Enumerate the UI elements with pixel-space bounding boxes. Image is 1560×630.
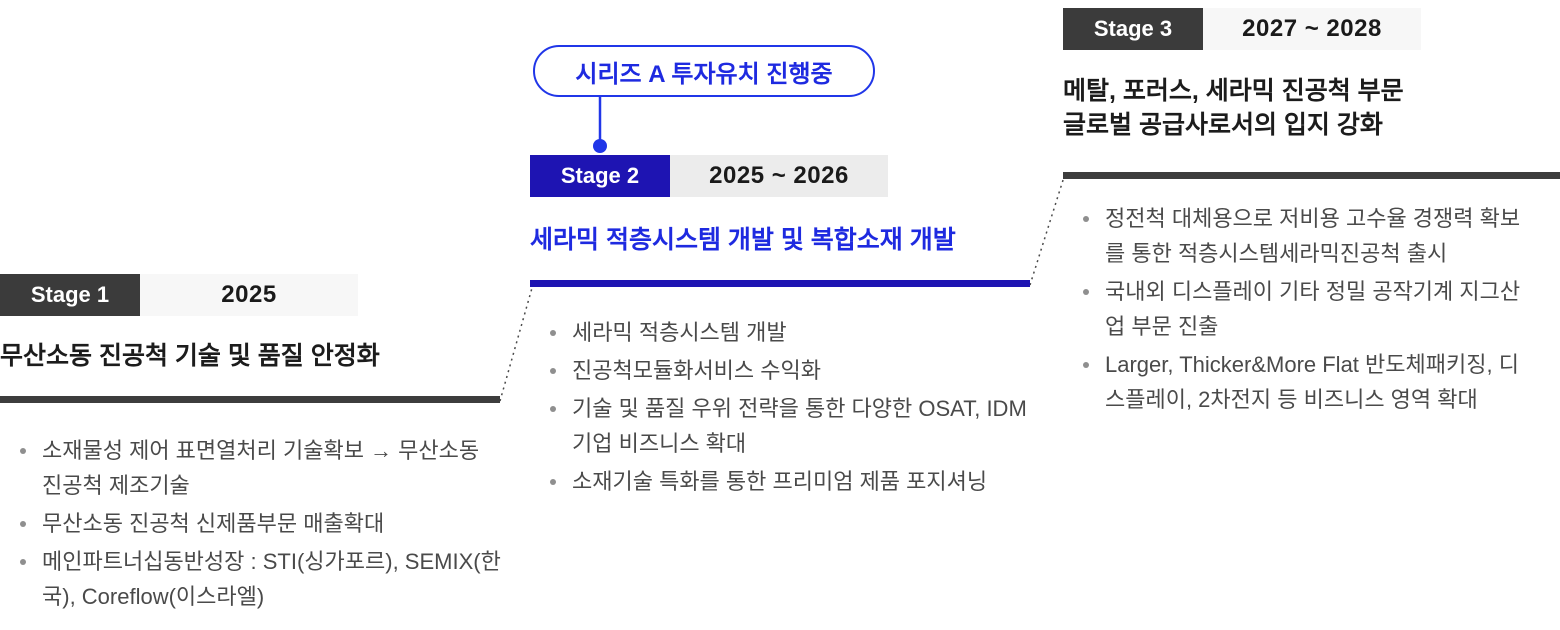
stage3-bullet-list: 정전척 대체용으로 저비용 고수율 경쟁력 확보를 통한 적층시스템세라믹진공척… [1063, 201, 1560, 417]
stage2-underline-bar [530, 280, 1030, 287]
bullet-dot-icon [550, 368, 556, 374]
bullet-item: 정전척 대체용으로 저비용 고수율 경쟁력 확보를 통한 적층시스템세라믹진공척… [1063, 201, 1532, 271]
stage1-stage2-dotted-connector [499, 287, 533, 402]
bullet-item: 진공척모듈화서비스 수익화 [530, 353, 1032, 388]
bullet-text: 정전척 대체용으로 저비용 고수율 경쟁력 확보를 통한 적층시스템세라믹진공척… [1105, 206, 1521, 266]
stage3-period: 2027 ~ 2028 [1203, 8, 1421, 50]
bullet-dot-icon [20, 448, 26, 454]
bullet-item: 국내외 디스플레이 기타 정밀 공작기계 지그산업 부문 진출 [1063, 274, 1532, 344]
bullet-text: Larger, Thicker&More Flat 반도체패키징, 디스플레이,… [1105, 352, 1519, 412]
stage3-title: 메탈, 포러스, 세라믹 진공척 부문 글로벌 공급사로서의 입지 강화 [1063, 74, 1560, 142]
stage3-badge-row: Stage 3 2027 ~ 2028 [1063, 8, 1560, 50]
stage2-section: 시리즈 A 투자유치 진행중 Stage 2 2025 ~ 2026 세라믹 적… [530, 45, 1032, 502]
bullet-item: 메인파트너십동반성장 : STI(싱가포르), SEMIX(한국), Coref… [0, 544, 502, 614]
stage1-bullet-list: 소재물성 제어 표면열처리 기술확보 → 무산소동 진공척 제조기술 무산소동 … [0, 433, 502, 614]
stage2-badge-row: Stage 2 2025 ~ 2026 [530, 155, 1032, 197]
stage2-title: 세라믹 적층시스템 개발 및 복합소재 개발 [530, 226, 956, 254]
bullet-text: 세라믹 적층시스템 개발 [572, 320, 787, 345]
stage1-title: 무산소동 진공척 기술 및 품질 안정화 [0, 342, 380, 370]
stage2-period: 2025 ~ 2026 [670, 155, 888, 197]
bullet-dot-icon [550, 479, 556, 485]
bullet-text: 기술 및 품질 우위 전략을 통한 다양한 OSAT, IDM기업 비즈니스 확… [572, 396, 1027, 456]
bullet-text: 국내외 디스플레이 기타 정밀 공작기계 지그산업 부문 진출 [1105, 279, 1521, 339]
stage3-title-line2: 글로벌 공급사로서의 입지 강화 [1063, 111, 1383, 139]
bullet-item: 소재물성 제어 표면열처리 기술확보 → 무산소동 진공척 제조기술 [0, 433, 502, 503]
bullet-dot-icon [550, 330, 556, 336]
stage1-underline-bar [0, 396, 500, 403]
bullet-text: 소재물성 제어 표면열처리 기술확보 → 무산소동 진공척 제조기술 [42, 438, 480, 498]
bullet-text: 진공척모듈화서비스 수익화 [572, 358, 821, 383]
stage3-section: Stage 3 2027 ~ 2028 메탈, 포러스, 세라믹 진공척 부문 … [1063, 8, 1560, 420]
bullet-text: 무산소동 진공척 신제품부문 매출확대 [42, 511, 385, 536]
bullet-item: 소재기술 특화를 통한 프리미엄 제품 포지셔닝 [530, 464, 1032, 499]
stage2-stage3-dotted-connector [1029, 176, 1065, 286]
bullet-item: Larger, Thicker&More Flat 반도체패키징, 디스플레이,… [1063, 347, 1532, 417]
stage3-badge: Stage 3 [1063, 8, 1203, 50]
stage2-bullet-list: 세라믹 적층시스템 개발 진공척모듈화서비스 수익화 기술 및 품질 우위 전략… [530, 315, 1032, 499]
series-a-callout-pill: 시리즈 A 투자유치 진행중 [533, 45, 875, 97]
stage1-badge: Stage 1 [0, 274, 140, 316]
bullet-item: 기술 및 품질 우위 전략을 통한 다양한 OSAT, IDM기업 비즈니스 확… [530, 391, 1032, 461]
bullet-dot-icon [20, 559, 26, 565]
bullet-dot-icon [1083, 362, 1089, 368]
bullet-dot-icon [1083, 289, 1089, 295]
bullet-dot-icon [550, 406, 556, 412]
stage1-section: Stage 1 2025 무산소동 진공척 기술 및 품질 안정화 소재물성 제… [0, 274, 502, 617]
bullet-dot-icon [1083, 216, 1089, 222]
bullet-text: 소재기술 특화를 통한 프리미엄 제품 포지셔닝 [572, 469, 988, 494]
stage1-period: 2025 [140, 274, 358, 316]
stage2-badge: Stage 2 [530, 155, 670, 197]
bullet-dot-icon [20, 521, 26, 527]
stage3-underline-bar [1063, 172, 1560, 179]
bullet-item: 세라믹 적층시스템 개발 [530, 315, 1032, 350]
bullet-text: 메인파트너십동반성장 : STI(싱가포르), SEMIX(한국), Coref… [42, 549, 501, 609]
stage3-title-line1: 메탈, 포러스, 세라믹 진공척 부문 [1063, 77, 1404, 105]
bullet-item: 무산소동 진공척 신제품부문 매출확대 [0, 506, 502, 541]
stage1-badge-row: Stage 1 2025 [0, 274, 502, 316]
